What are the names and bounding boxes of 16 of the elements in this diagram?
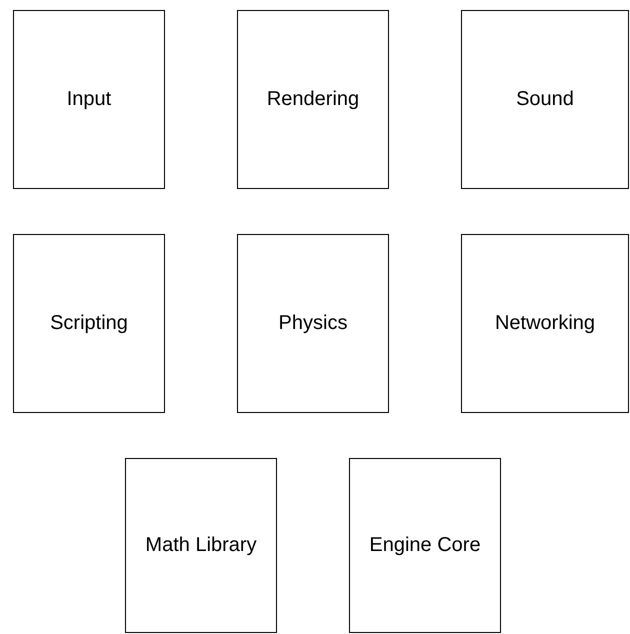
module-box xyxy=(461,10,629,189)
module-label: Scripting xyxy=(50,312,128,335)
module-label: Input xyxy=(66,88,112,111)
module-box xyxy=(237,10,389,189)
module-label: Engine Core xyxy=(369,534,481,557)
module-label: Sound xyxy=(516,88,574,111)
module-box xyxy=(349,458,501,633)
module-label: Networking xyxy=(494,312,596,335)
module-box xyxy=(461,234,629,413)
module-label: Physics xyxy=(278,312,348,335)
module-box xyxy=(125,458,277,633)
module-box xyxy=(13,234,165,413)
module-label: Rendering xyxy=(266,88,360,111)
module-box xyxy=(237,234,389,413)
module-box xyxy=(13,10,165,189)
module-label: Math Library xyxy=(145,534,257,557)
